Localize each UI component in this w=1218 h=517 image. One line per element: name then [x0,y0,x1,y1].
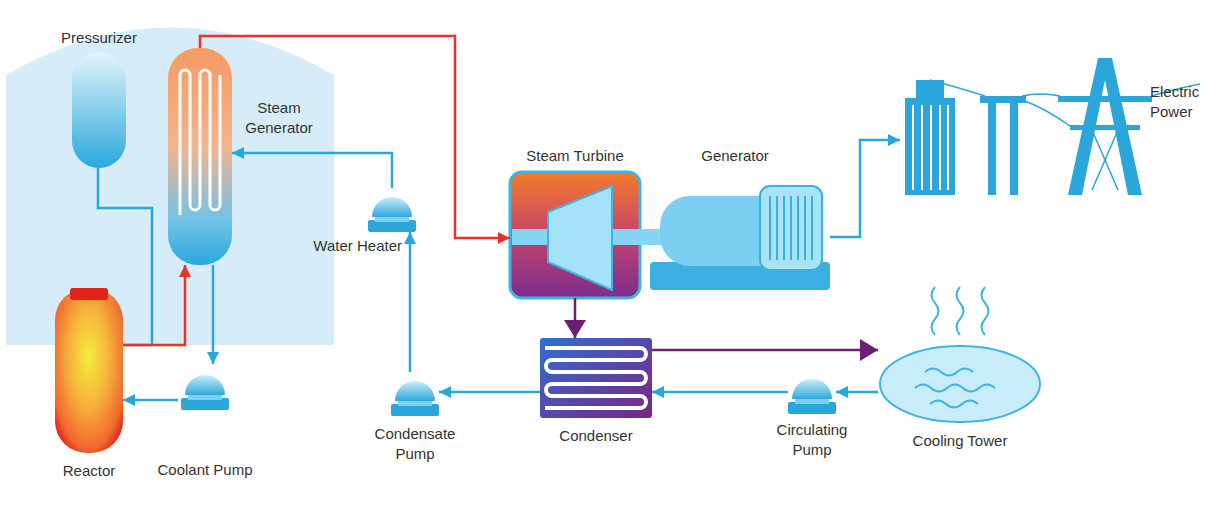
turbine-node: Steam Turbine [510,172,640,298]
component-label: Reactor [44,461,134,481]
label-text: Condensate Pump [369,424,461,464]
pump-node: Circulating Pump [788,368,836,414]
pump-node: Condensate Pump [391,372,439,418]
red-flow-line [200,36,510,238]
label-text: Cooling Tower [878,431,1042,451]
blue-flow-line [836,391,878,394]
blue-flow-line [830,140,900,237]
component-label: Condenser [536,426,656,446]
component-label: Circulating Pump [766,420,858,460]
purple-flow-line [574,298,577,338]
label-text: Steam Turbine [505,146,645,166]
steam-generator-node: Steam Generator [168,48,232,265]
blue-flow-line [123,399,178,402]
component-label: Cooling Tower [878,431,1042,451]
blue-flow-line [652,391,788,394]
label-text: Water Heater [298,236,402,256]
blue-flow-line [439,391,540,394]
blue-flow-line [98,168,152,345]
label-text: Electric Power [1150,82,1212,122]
label-text: Condenser [536,426,656,446]
blue-flow-line [232,153,392,188]
condenser-node: Condenser [540,338,652,418]
blue-flow-line [409,232,412,372]
component-label: Generator [640,146,830,166]
purple-flow-line [652,349,878,352]
red-flow-line [123,265,185,345]
component-label: Water Heater [298,236,402,256]
power-grid-node: Electric Power [900,58,1140,198]
component-label: Coolant Pump [145,460,265,480]
label-text: Circulating Pump [766,420,858,460]
component-label: Condensate Pump [369,424,461,464]
reactor-node: Reactor [55,288,123,453]
component-label: Electric Power [1150,82,1212,122]
generator-node: Generator [640,183,830,292]
label-text: Pressurizer [44,28,154,48]
pump-node: Coolant Pump [178,364,232,412]
component-label: Steam Generator [240,98,318,138]
component-label: Pressurizer [44,28,154,48]
label-text: Steam Generator [240,98,318,138]
blue-flow-line [212,265,215,364]
pressurizer-node: Pressurizer [72,52,126,168]
cooling-tower-node: Cooling Tower [878,345,1042,423]
label-text: Generator [640,146,830,166]
pump-node: Water Heater [366,188,418,232]
component-label: Steam Turbine [505,146,645,166]
label-text: Coolant Pump [145,460,265,480]
label-text: Reactor [44,461,134,481]
